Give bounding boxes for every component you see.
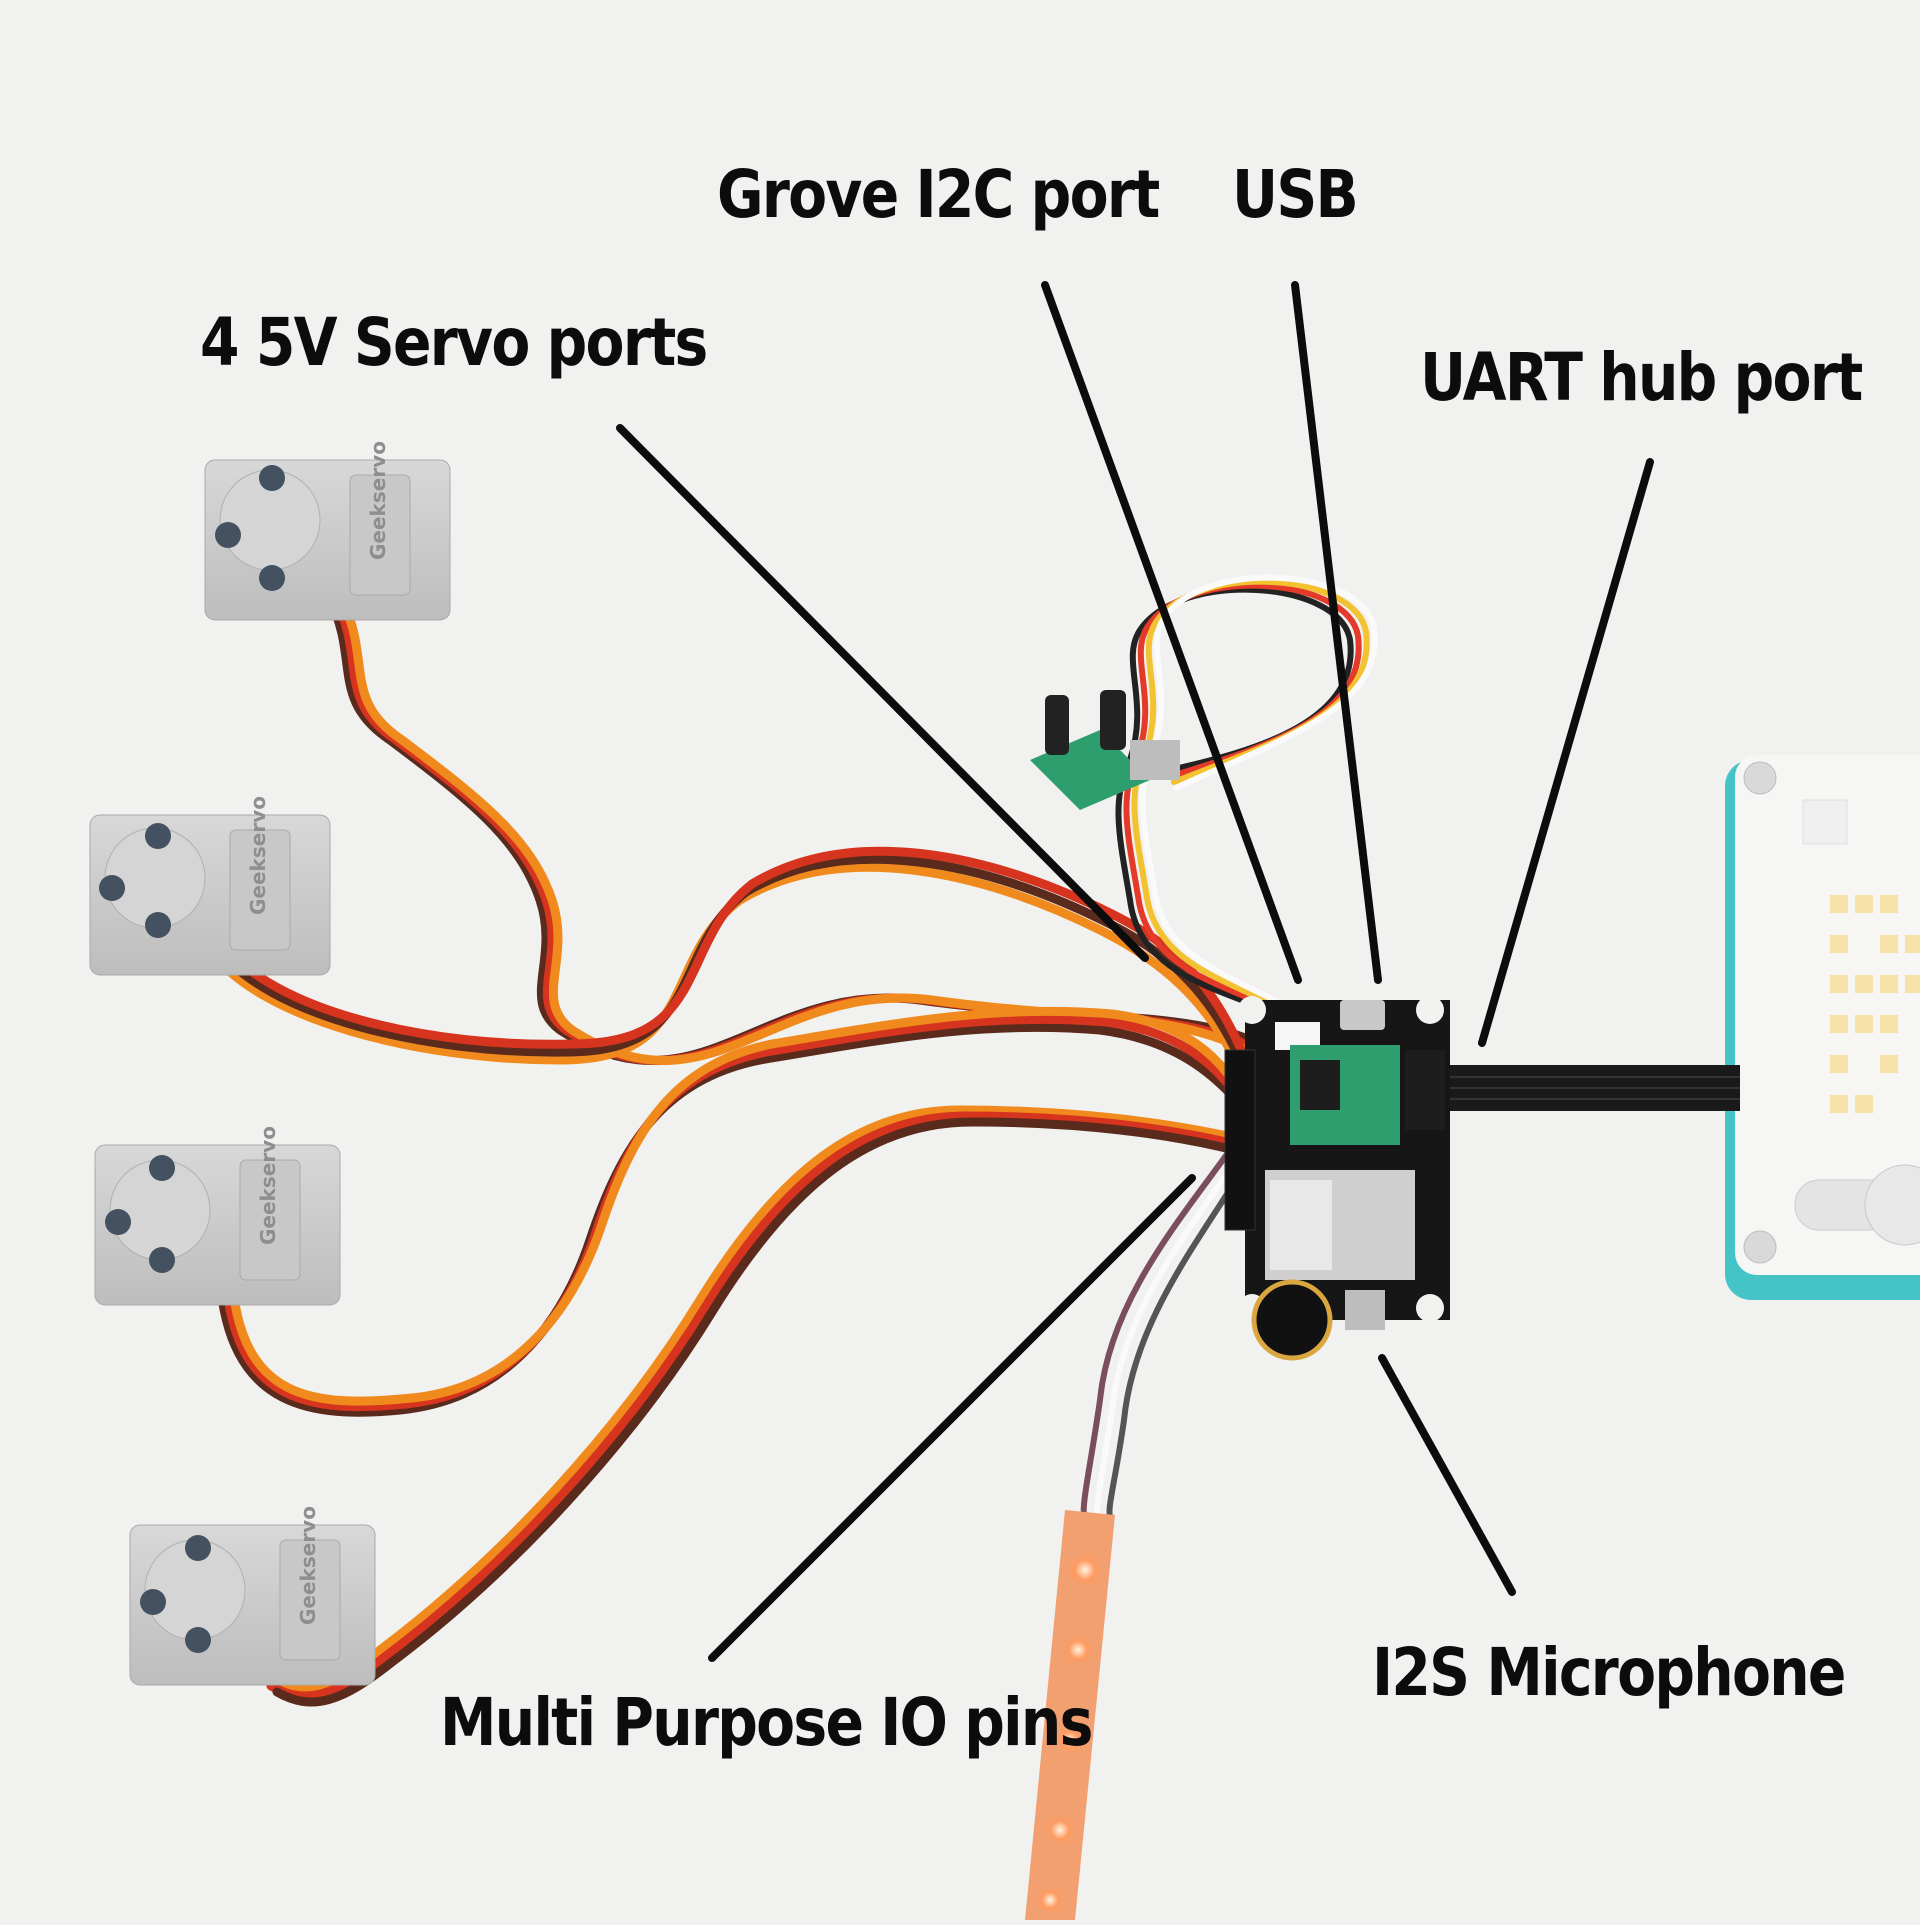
grove-pointer-line xyxy=(1041,281,1302,984)
grove-cable xyxy=(1115,574,1378,1023)
servo-3: Geekservo xyxy=(94,1126,341,1306)
led-strip xyxy=(1025,1510,1115,1920)
microphone-label: I2S Microphone xyxy=(1372,1634,1846,1711)
reset-button xyxy=(1345,1290,1385,1330)
grove-i2c-label: Grove I2C port xyxy=(717,156,1160,233)
io-wires xyxy=(1080,1147,1245,1523)
pointer-lines xyxy=(616,281,1654,1662)
microphone xyxy=(1251,1279,1333,1361)
main-pcb xyxy=(1224,996,1450,1361)
servo-brand-label: Geekservo xyxy=(296,1506,320,1625)
usb-pointer-line xyxy=(1291,281,1382,984)
servo-4: Geekservo xyxy=(129,1506,376,1686)
uart-connector xyxy=(1405,1050,1445,1130)
servo-ports-label: 4 5V Servo ports xyxy=(200,304,708,381)
uart-hub-label: UART hub port xyxy=(1420,339,1863,416)
io-pointer-line xyxy=(708,1174,1196,1662)
servo-4-cable xyxy=(260,1105,1262,1707)
servo-pointer-line xyxy=(616,424,1149,962)
servo-brand-label: Geekservo xyxy=(246,796,270,915)
led-matrix xyxy=(1830,895,1920,1113)
distance-sensor xyxy=(1030,690,1180,810)
servo-brand-label: Geekservo xyxy=(366,441,390,560)
mic-pointer-line xyxy=(1378,1354,1516,1596)
servo-1: Geekservo xyxy=(204,441,451,621)
io-pins-label: Multi Purpose IO pins xyxy=(440,1684,1093,1761)
usb-label: USB xyxy=(1232,156,1359,233)
uart-pointer-line xyxy=(1478,458,1654,1047)
uart-ribbon-cable xyxy=(1440,1065,1740,1111)
controller-hub xyxy=(1725,755,1920,1300)
servo-3-cable xyxy=(215,1006,1262,1417)
servo-2: Geekservo xyxy=(89,796,331,976)
servo-brand-label: Geekservo xyxy=(256,1126,280,1245)
usb-connector xyxy=(1340,1000,1385,1030)
